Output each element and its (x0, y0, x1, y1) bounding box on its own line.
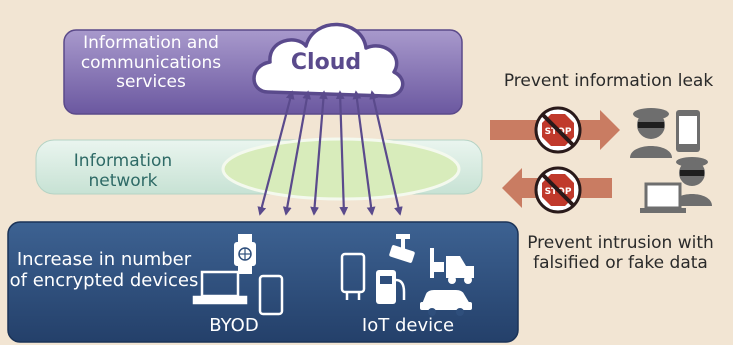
iot-label: IoT device (361, 315, 455, 336)
services-label: Information and communications services (80, 33, 222, 93)
devices-label: Increase in number of encrypted devices (9, 249, 199, 291)
signage-icon (340, 252, 366, 300)
intrusion-label: Prevent intrusion with falsified or fake… (527, 233, 714, 273)
cloud-icon (252, 22, 405, 98)
network-label: Information network (73, 151, 173, 191)
laptop-icon (192, 270, 248, 305)
stop-sign-icon: STOP (534, 106, 582, 154)
stop-sign-icon: STOP (534, 166, 582, 214)
hacker-icon (630, 108, 672, 158)
laptop-icon (640, 182, 686, 213)
forklift-icon (430, 248, 474, 284)
connection-arrow (282, 90, 312, 216)
phone-icon (676, 110, 700, 152)
leak-label: Prevent information leak (503, 71, 714, 91)
connection-arrow (310, 90, 328, 216)
smartwatch-icon (234, 234, 256, 274)
ev-charger-icon (376, 270, 406, 304)
hacker-icon (672, 157, 712, 206)
security-camera-icon (389, 234, 415, 263)
connection-arrow (335, 90, 349, 216)
connection-arrows (257, 90, 403, 216)
cloud-label: Cloud (290, 50, 362, 75)
byod-label: BYOD (209, 315, 259, 336)
smartphone-icon (258, 274, 284, 316)
car-icon (420, 290, 472, 316)
connection-arrow (369, 90, 403, 216)
